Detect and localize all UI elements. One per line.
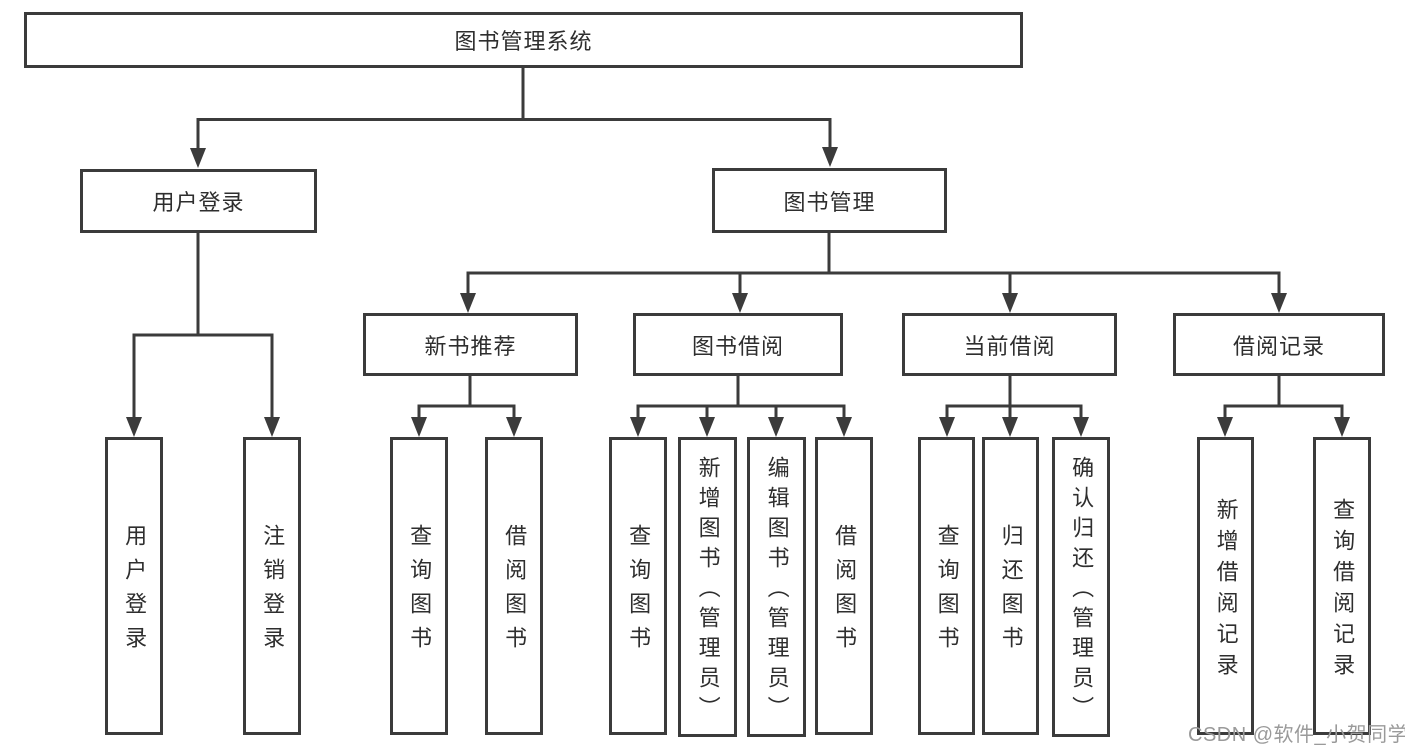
arrowhead-icons xyxy=(126,147,1350,437)
node-borrowing-records: 借阅记录 xyxy=(1173,313,1385,376)
node-label: 归还图书 xyxy=(998,524,1024,660)
node-recommend-borrow-books: 借阅图书 xyxy=(485,437,543,735)
node-recommend-query-books: 查询图书 xyxy=(390,437,448,735)
node-label: 查询图书 xyxy=(407,524,433,660)
node-label: 用户登录 xyxy=(122,524,148,660)
node-label: 查询图书 xyxy=(934,524,960,660)
node-current-borrowing: 当前借阅 xyxy=(902,313,1117,376)
node-label: 注销登录 xyxy=(260,524,286,660)
node-borrowing-query-books: 查询图书 xyxy=(609,437,667,735)
node-label: 新书推荐 xyxy=(424,333,517,359)
node-label: 图书管理 xyxy=(783,189,876,215)
node-label: 图书管理系统 xyxy=(454,29,593,54)
node-label: 查询借阅记录 xyxy=(1330,497,1356,684)
node-logout: 注销登录 xyxy=(243,437,301,735)
node-add-books-admin: 新增图书（管理员） xyxy=(678,437,737,737)
node-library-management-system: 图书管理系统 xyxy=(24,12,1023,68)
node-new-book-recommend: 新书推荐 xyxy=(363,313,578,376)
node-confirm-return-admin: 确认归还（管理员） xyxy=(1052,437,1110,737)
node-label: 确认归还（管理员） xyxy=(1069,456,1095,726)
node-query-borrow-record: 查询借阅记录 xyxy=(1313,437,1371,735)
node-borrowing-borrow-books: 借阅图书 xyxy=(815,437,873,735)
node-label: 新增借阅记录 xyxy=(1213,497,1239,684)
node-book-borrowing: 图书借阅 xyxy=(633,313,843,376)
node-user-login: 用户登录 xyxy=(80,169,317,233)
node-label: 用户登录 xyxy=(152,190,245,215)
node-label: 图书借阅 xyxy=(691,333,784,359)
node-edit-books-admin: 编辑图书（管理员） xyxy=(747,437,806,737)
node-current-query-books: 查询图书 xyxy=(918,437,975,735)
node-label: 新增图书（管理员） xyxy=(695,456,721,726)
node-label: 借阅记录 xyxy=(1232,333,1325,359)
node-return-books: 归还图书 xyxy=(982,437,1039,735)
node-label: 借阅图书 xyxy=(502,524,528,660)
node-book-management: 图书管理 xyxy=(712,168,947,233)
watermark: CSDN @软件_小贺同学 xyxy=(1188,724,1405,746)
node-label: 编辑图书（管理员） xyxy=(764,456,790,726)
node-label: 当前借阅 xyxy=(963,333,1056,359)
node-add-borrow-record: 新增借阅记录 xyxy=(1197,437,1254,735)
node-login: 用户登录 xyxy=(105,437,163,735)
node-label: 查询图书 xyxy=(626,524,652,660)
node-label: 借阅图书 xyxy=(832,524,858,660)
